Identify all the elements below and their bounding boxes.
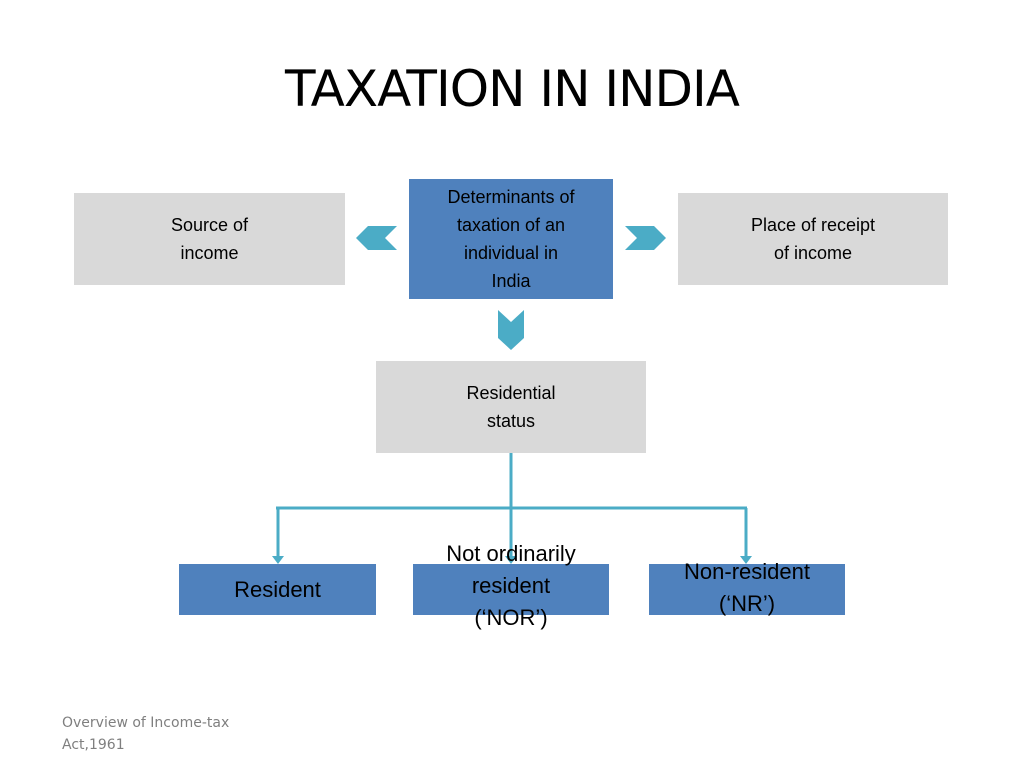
determinants-line-4: India [491, 271, 531, 291]
down-chevron-arrow [498, 310, 524, 350]
residential-status-box: Residential status [376, 361, 646, 453]
left-chevron-arrow [356, 226, 397, 250]
residential-line-1: Residential [466, 383, 556, 403]
arrowhead-resident [272, 556, 284, 564]
nor-label-line-2: resident [471, 573, 551, 598]
nor-label: Not ordinarily resident (‘NOR’) [413, 538, 609, 634]
place-of-receipt-box: Place of receipt of income [678, 193, 948, 285]
determinants-line-1: Determinants of [447, 187, 575, 207]
right-chevron-arrow [625, 226, 666, 250]
slide-title: TAXATION IN INDIA [284, 60, 740, 118]
slide-footer: Overview of Income-tax Act,1961 [62, 715, 230, 753]
source-line-1: Source of [170, 215, 249, 235]
determinants-line-2: taxation of an [456, 215, 566, 235]
determinants-box: Determinants of taxation of an individua… [409, 179, 613, 299]
residential-line-2: status [486, 411, 536, 431]
source-of-income-box: Source of income [74, 193, 345, 285]
determinants-line-3: individual in [463, 243, 559, 263]
nor-label-line-1: Not ordinarily [446, 541, 576, 566]
nor-box [413, 564, 609, 615]
resident-label: Resident [179, 574, 376, 606]
place-line-1: Place of receipt [750, 215, 876, 235]
nr-label-line-1: Non-resident [684, 559, 810, 584]
resident-label-line-1: Resident [234, 577, 321, 602]
place-line-2: of income [773, 243, 853, 263]
nor-label-line-3: (‘NOR’) [474, 605, 548, 630]
resident-box [179, 564, 376, 615]
nr-label-line-2: (‘NR’) [718, 591, 776, 616]
nr-box [649, 564, 845, 615]
source-line-2: income [180, 243, 239, 263]
nr-label: Non-resident (‘NR’) [649, 556, 845, 620]
